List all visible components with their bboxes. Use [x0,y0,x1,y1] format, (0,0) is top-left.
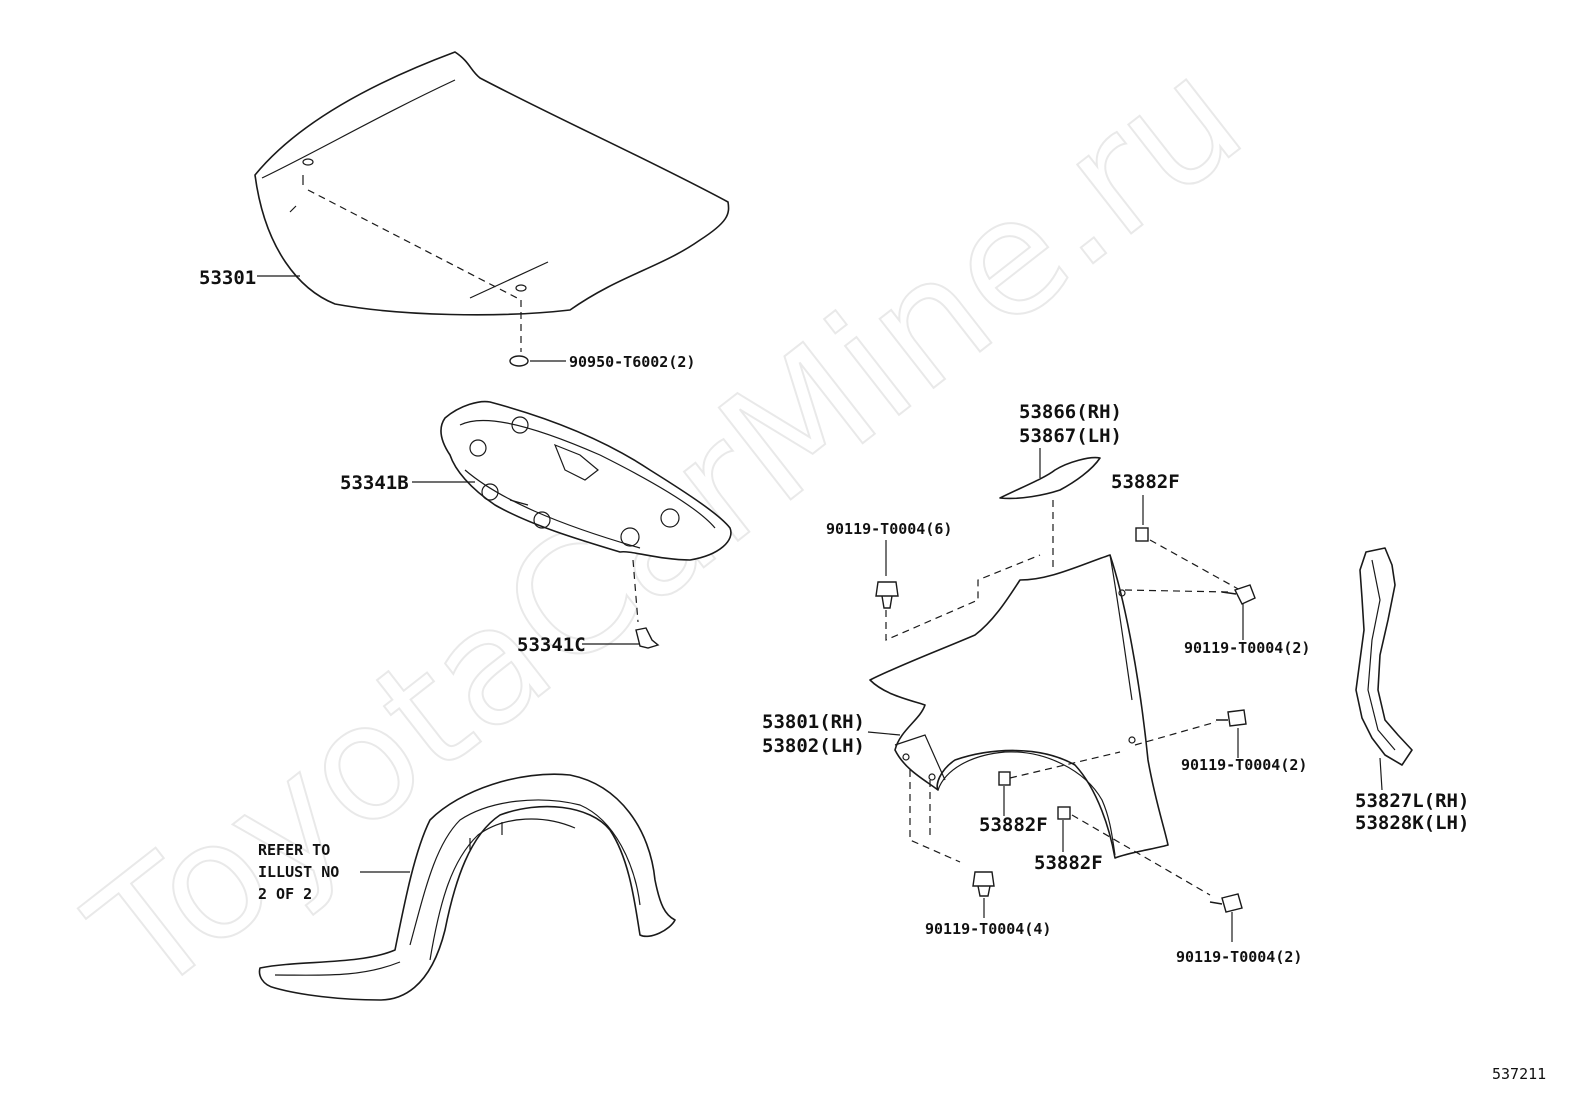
nut-top[interactable] [1135,527,1149,542]
label-bolt-top-left: 90119-T0004(6) [826,520,952,538]
label-bolt-top-right: 90119-T0004(2) [1184,639,1310,657]
label-refer-line1: REFER TO [258,841,330,859]
hood-insulator[interactable] [440,400,732,561]
label-refer-line3: 2 OF 2 [258,885,312,903]
label-fender-rh: 53801(RH) [762,711,865,733]
label-fender-lh: 53802(LH) [762,735,865,757]
bolt-bottom-left[interactable] [972,871,995,897]
label-nut-low: 53882F [1034,852,1103,874]
label-protector-rh: 53827L(RH) [1355,790,1469,812]
label-bolt-bottom-left: 90119-T0004(4) [925,920,1051,938]
label-hood: 53301 [199,267,256,289]
label-seal-rh: 53866(RH) [1019,401,1122,423]
label-bolt-bottom-right: 90119-T0004(2) [1176,948,1302,966]
label-insulator-clip: 53341C [517,634,586,656]
hood-panel[interactable] [254,51,730,316]
label-protector-lh: 53828K(LH) [1355,812,1469,834]
fender-liner[interactable] [258,773,676,1001]
fender-protector[interactable] [1355,547,1413,766]
label-bolt-mid-right: 90119-T0004(2) [1181,756,1307,774]
nut-low[interactable] [1057,806,1071,820]
insulator-clip[interactable] [635,627,660,649]
label-seal-lh: 53867(LH) [1019,425,1122,447]
hood-clip[interactable] [509,355,529,367]
bolt-mid-right[interactable] [1216,709,1247,727]
fender-seal[interactable] [999,456,1101,500]
label-hood-clip: 90950-T6002(2) [569,353,695,371]
bolt-bottom-right[interactable] [1209,893,1243,913]
bolt-top-right[interactable] [1221,584,1256,605]
bolt-top-left[interactable] [875,581,899,609]
label-nut-mid: 53882F [979,814,1048,836]
label-refer-line2: ILLUST NO [258,863,339,881]
front-fender[interactable] [869,554,1169,859]
label-nut-top: 53882F [1111,471,1180,493]
diagram-id: 537211 [1492,1065,1546,1083]
label-hood-insulator: 53341B [340,472,409,494]
nut-mid[interactable] [998,771,1011,786]
